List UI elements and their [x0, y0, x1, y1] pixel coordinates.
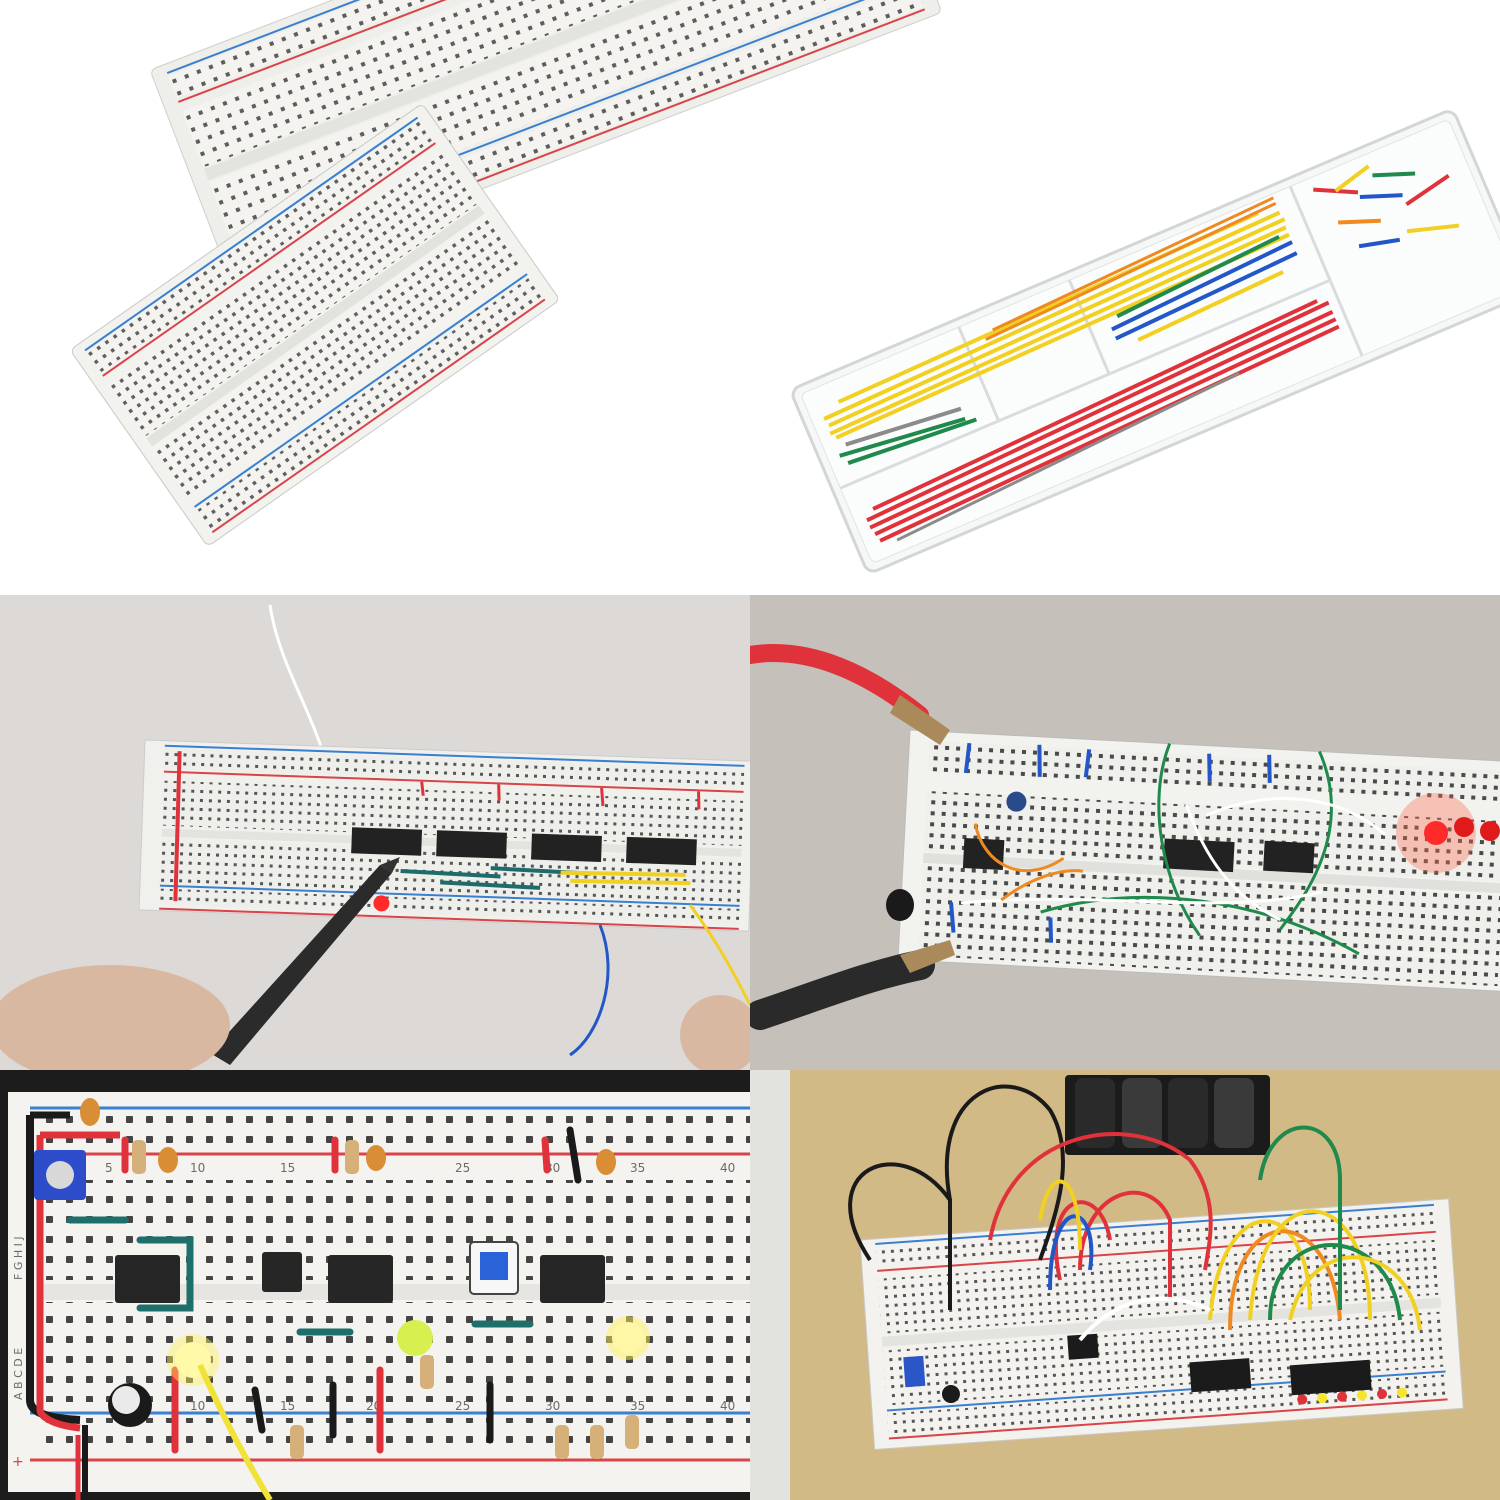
column-number: 15 [280, 1399, 295, 1413]
tact-switch [262, 1252, 302, 1292]
red-led-glow [1396, 793, 1500, 873]
column-number: 5 [105, 1161, 113, 1175]
column-number: 35 [630, 1161, 645, 1175]
jumper-wire-box [791, 110, 1500, 573]
row-letters-bottom: A B C D E [12, 1348, 25, 1400]
yellow-leds [167, 1316, 650, 1386]
blue-push-button [480, 1252, 508, 1280]
ic-chip [115, 1255, 180, 1303]
half-size-breadboard [71, 105, 559, 545]
column-number: 10 [190, 1161, 205, 1175]
circuit-with-test-clips-illustration [750, 595, 1500, 1070]
breadboards-and-wire-box-illustration [71, 0, 1500, 573]
led-circuit-closeup-illustration: 5 10 15 25 30 35 40 10 15 20 25 30 35 40… [8, 1092, 750, 1500]
column-number: 15 [280, 1161, 295, 1175]
ic-chip [328, 1255, 393, 1303]
column-number: 25 [455, 1161, 470, 1175]
column-number: 40 [720, 1399, 735, 1413]
breadboard [897, 729, 1500, 993]
circuit-with-pen-illustration [0, 604, 750, 1070]
circuit-with-batteries-photo [750, 1070, 1500, 1500]
circuit-with-test-clips-photo [750, 595, 1500, 1070]
circuit-with-pen-photo [0, 595, 750, 1070]
plus-rail-mark: + [12, 1454, 24, 1470]
breadboards-and-wire-box-photo [0, 0, 1500, 595]
breadboard [859, 1198, 1464, 1451]
column-number: 10 [190, 1399, 205, 1413]
led-circuit-closeup-photo: 5 10 15 25 30 35 40 10 15 20 25 30 35 40… [0, 1070, 750, 1500]
black-header-pins [1189, 1358, 1252, 1393]
column-number: 40 [720, 1161, 735, 1175]
breadboard [138, 739, 750, 932]
column-number: 30 [545, 1399, 560, 1413]
battery-holder [1065, 1075, 1270, 1155]
ic-chip [540, 1255, 605, 1303]
red-alligator-clip [750, 644, 950, 745]
black-alligator-clip [750, 940, 955, 1030]
circuit-with-batteries-illustration [750, 1070, 1500, 1500]
column-number: 35 [630, 1399, 645, 1413]
column-number: 25 [455, 1399, 470, 1413]
row-letters-top: F G H I J [12, 1236, 25, 1280]
resistors [132, 1140, 639, 1459]
pen [210, 857, 400, 1065]
